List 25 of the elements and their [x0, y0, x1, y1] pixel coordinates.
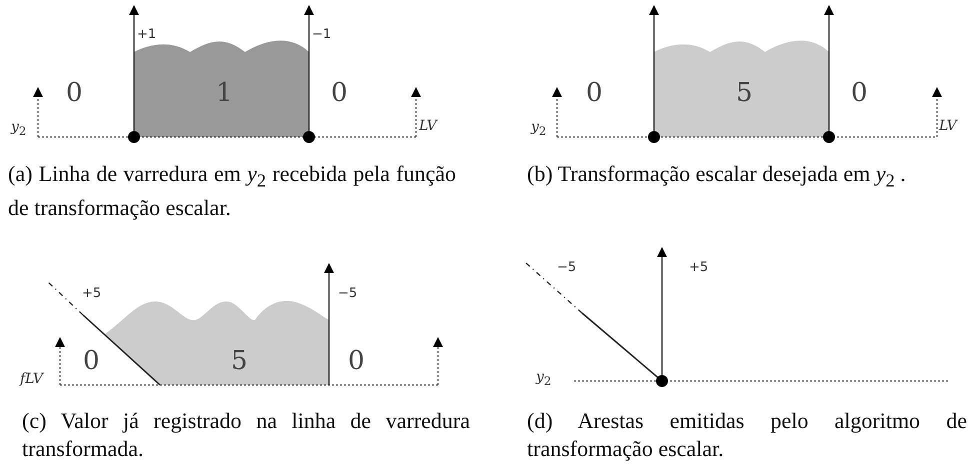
region-value: 0 [66, 80, 83, 106]
caption: (a) Linha de varredura em y$_{2}$ recebida pela função de transformação escalar. [8, 160, 456, 222]
region-value: 1 [216, 80, 233, 106]
edge-weight: −1 [312, 28, 332, 41]
region-value: 0 [851, 80, 868, 106]
axis-label: y$_{2}$ [536, 370, 552, 388]
axis-label: LV [939, 119, 957, 133]
edge-weight: −5 [338, 287, 358, 300]
edge-weight: +5 [689, 261, 708, 274]
edge-weight: +5 [82, 287, 102, 300]
caption: (d) Arestas emitidas pelo algoritmo de transformação escalar. [527, 407, 967, 463]
region-value: 0 [348, 348, 365, 374]
caption: (b) Transformação escalar desejada em y$_{2}$ . [527, 160, 907, 192]
edge-weight: +1 [137, 28, 156, 41]
region-value: 0 [331, 80, 348, 106]
region-value: 0 [83, 348, 100, 374]
axis-label: LV [419, 119, 437, 133]
region-value: 5 [736, 80, 753, 106]
region-value: 0 [586, 80, 603, 106]
axis-label: y$_{2}$ [531, 120, 546, 138]
region-value: 5 [231, 348, 248, 374]
axis-label: fLV [20, 372, 43, 386]
caption: (c) Valor já registrado na linha de varredura transformada. [22, 407, 470, 463]
axis-label: y$_{2}$ [11, 120, 26, 138]
edge-weight: −5 [557, 261, 576, 274]
